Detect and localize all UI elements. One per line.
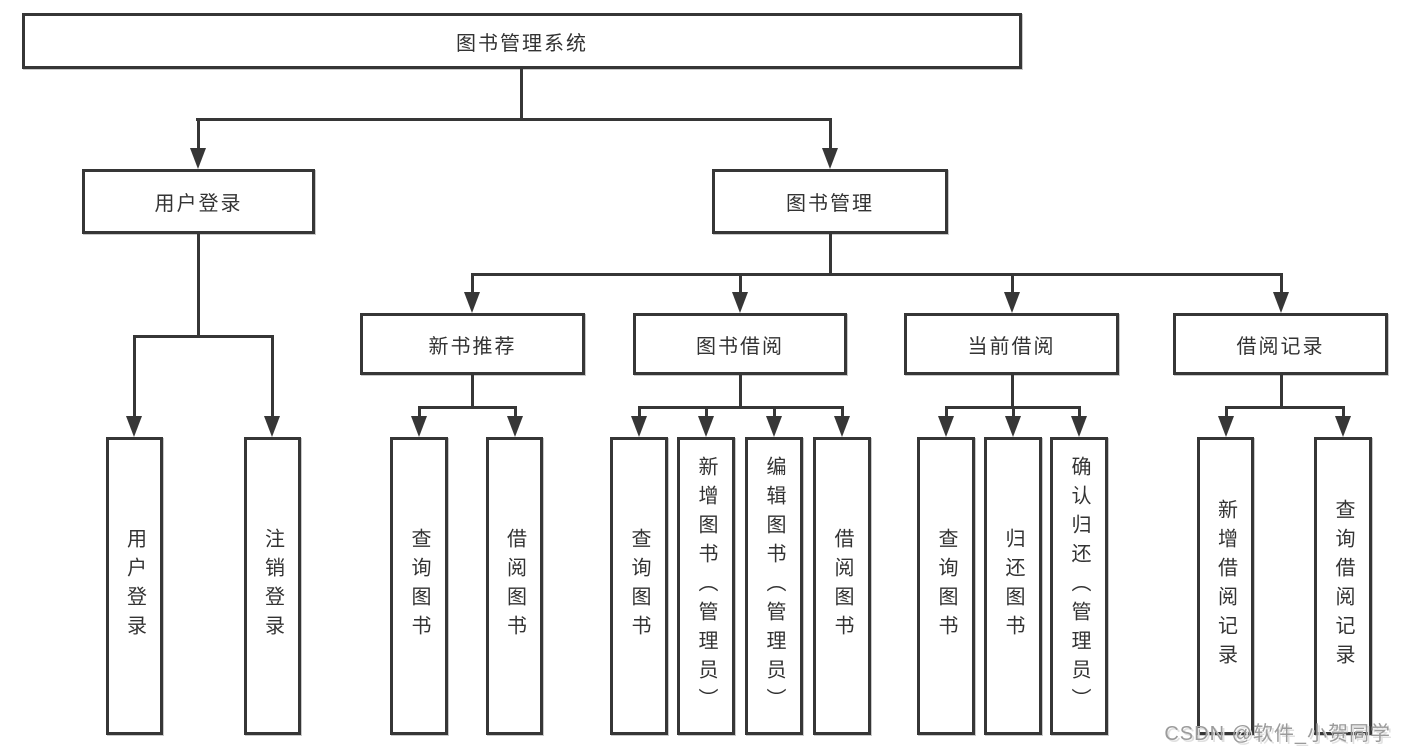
arrow-down-icon — [126, 416, 142, 437]
node-new-book-recommend-label: 新书推荐 — [428, 335, 517, 358]
leaf-borrow-books: 借阅图书 — [813, 437, 871, 735]
connector-line — [1012, 406, 1015, 418]
connector-line — [1342, 406, 1345, 418]
leaf-add-book-admin-label: 新增图书（管理员） — [695, 455, 717, 717]
connector-line — [514, 406, 517, 418]
connector-line — [829, 118, 832, 152]
node-book-borrow: 图书借阅 — [633, 313, 847, 375]
arrow-down-icon — [507, 416, 523, 437]
connector-line — [418, 406, 421, 418]
connector-line — [471, 273, 1282, 276]
node-current-borrow: 当前借阅 — [904, 313, 1119, 375]
arrow-down-icon — [1071, 416, 1087, 437]
arrow-down-icon — [1218, 416, 1234, 437]
leaf-add-book-admin: 新增图书（管理员） — [677, 437, 735, 735]
node-root-library-system: 图书管理系统 — [22, 13, 1022, 69]
arrow-down-icon — [834, 416, 850, 437]
arrow-down-icon — [938, 416, 954, 437]
node-book-management-label: 图书管理 — [786, 193, 874, 215]
arrow-down-icon — [1004, 292, 1020, 313]
leaf-confirm-return-admin: 确认归还（管理员） — [1050, 437, 1108, 735]
node-root-label: 图书管理系统 — [456, 32, 588, 55]
connector-line — [1011, 375, 1014, 406]
connector-line — [133, 335, 136, 417]
connector-line — [520, 69, 523, 118]
arrow-down-icon — [698, 416, 714, 437]
leaf-query-books-current-label: 查询图书 — [935, 528, 957, 644]
connector-line — [739, 375, 742, 406]
leaf-add-borrow-record: 新增借阅记录 — [1197, 437, 1254, 735]
arrow-down-icon — [732, 292, 748, 313]
arrow-down-icon — [464, 292, 480, 313]
leaf-confirm-return-admin-label: 确认归还（管理员） — [1068, 455, 1090, 717]
node-book-borrow-label: 图书借阅 — [696, 335, 784, 358]
connector-line — [196, 118, 832, 121]
leaf-query-borrow-record-label: 查询借阅记录 — [1332, 499, 1354, 673]
leaf-return-book-label: 归还图书 — [1002, 528, 1024, 644]
leaf-query-books-recommend-label: 查询图书 — [408, 528, 430, 644]
arrow-down-icon — [411, 416, 427, 437]
connector-line — [739, 273, 742, 293]
leaf-query-borrow-record: 查询借阅记录 — [1314, 437, 1372, 735]
connector-line — [133, 335, 274, 338]
arrow-down-icon — [264, 416, 280, 437]
connector-line — [1280, 375, 1283, 406]
leaf-borrow-books-recommend: 借阅图书 — [486, 437, 543, 735]
node-borrow-records: 借阅记录 — [1173, 313, 1388, 375]
leaf-edit-book-admin: 编辑图书（管理员） — [745, 437, 803, 735]
connector-line — [271, 335, 274, 417]
connector-line — [705, 406, 708, 418]
connector-line — [841, 406, 844, 418]
leaf-user-login-label: 用户登录 — [123, 528, 146, 644]
connector-line — [638, 406, 641, 418]
node-user-login: 用户登录 — [82, 169, 315, 234]
connector-line — [418, 406, 517, 409]
connector-line — [1225, 406, 1228, 418]
arrow-down-icon — [1273, 292, 1289, 313]
node-current-borrow-label: 当前借阅 — [967, 335, 1056, 358]
arrow-down-icon — [190, 148, 206, 169]
node-book-management: 图书管理 — [712, 169, 948, 234]
connector-line — [945, 406, 948, 418]
leaf-logout-label: 注销登录 — [261, 528, 284, 644]
leaf-borrow-books-label: 借阅图书 — [831, 528, 853, 644]
connector-line — [773, 406, 776, 418]
node-user-login-label: 用户登录 — [154, 193, 243, 215]
connector-line — [829, 234, 832, 273]
leaf-edit-book-admin-label: 编辑图书（管理员） — [763, 455, 785, 717]
leaf-query-books-borrow-label: 查询图书 — [628, 528, 650, 644]
leaf-query-books-borrow: 查询图书 — [610, 437, 668, 735]
connector-line — [1078, 406, 1081, 418]
node-borrow-records-label: 借阅记录 — [1236, 335, 1325, 358]
leaf-logout: 注销登录 — [244, 437, 301, 735]
node-new-book-recommend: 新书推荐 — [360, 313, 585, 375]
arrow-down-icon — [1335, 416, 1351, 437]
arrow-down-icon — [1005, 416, 1021, 437]
arrow-down-icon — [631, 416, 647, 437]
arrow-down-icon — [822, 148, 838, 169]
connector-line — [197, 118, 200, 152]
connector-line — [197, 234, 200, 335]
connector-line — [1225, 406, 1345, 409]
connector-line — [471, 273, 474, 293]
watermark: CSDN @软件_小贺同学 — [1164, 723, 1391, 745]
arrow-down-icon — [766, 416, 782, 437]
leaf-borrow-books-recommend-label: 借阅图书 — [503, 528, 526, 644]
leaf-query-books-recommend: 查询图书 — [390, 437, 448, 735]
connector-line — [638, 406, 844, 409]
connector-line — [1280, 273, 1283, 293]
connector-line — [1011, 273, 1014, 293]
leaf-query-books-current: 查询图书 — [917, 437, 975, 735]
connector-line — [471, 375, 474, 406]
leaf-user-login: 用户登录 — [106, 437, 163, 735]
leaf-add-borrow-record-label: 新增借阅记录 — [1214, 499, 1237, 673]
leaf-return-book: 归还图书 — [984, 437, 1042, 735]
